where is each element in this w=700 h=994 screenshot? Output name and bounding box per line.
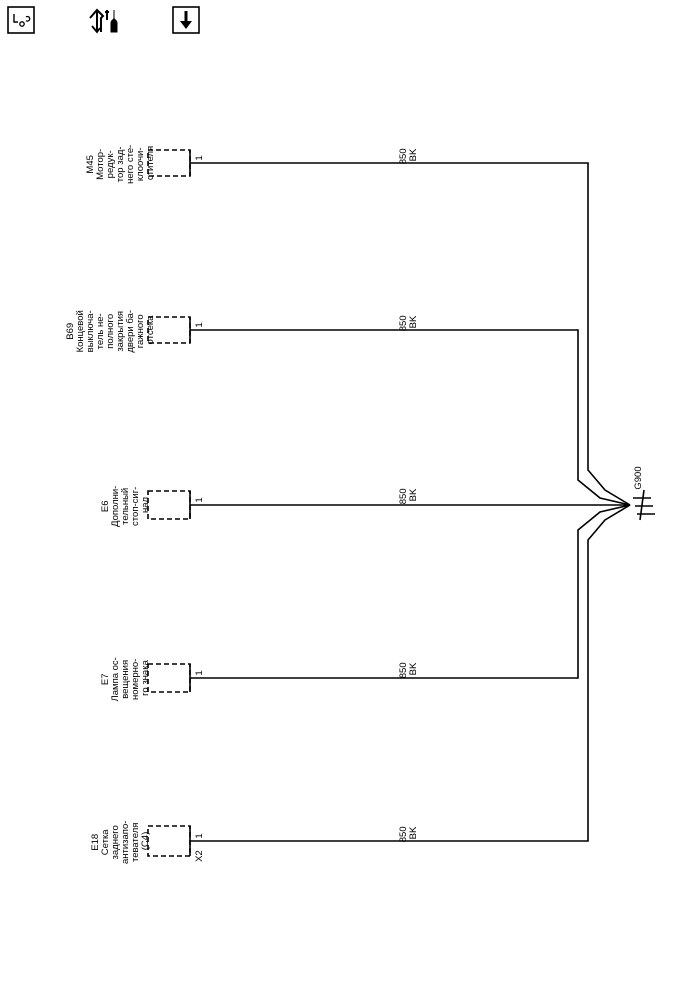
- connector-box: [147, 663, 191, 693]
- wire-label: 850 BK: [398, 660, 419, 679]
- pin-number: 1: [194, 155, 205, 160]
- pin-terminal: [189, 826, 200, 856]
- component-locator-button[interactable]: [7, 6, 35, 34]
- diagnostic-tools-button[interactable]: [88, 6, 122, 34]
- wire-harness: [200, 162, 631, 842]
- connector-id: X2: [194, 850, 205, 862]
- component-label: B69 Концевой выключа- тель не- полного з…: [65, 307, 156, 352]
- component-label: E18 Сетка заднего антизапо- тевателя (C4…: [90, 818, 151, 864]
- ground-label: G900: [633, 466, 644, 489]
- diagnostic-tools-icon: [89, 8, 118, 34]
- pin-number: 1: [194, 833, 205, 838]
- download-button[interactable]: [172, 6, 200, 34]
- component-locator-icon: [7, 6, 35, 34]
- download-icon: [172, 6, 200, 34]
- connector-box: [147, 490, 191, 520]
- pin-number: 1: [194, 322, 205, 327]
- wire-label: 850 BK: [398, 824, 419, 843]
- branch-b69: B69 Концевой выключа- тель не- полного з…: [65, 307, 419, 353]
- ground-g900-symbol: [633, 489, 655, 521]
- pin-number: 1: [194, 670, 205, 675]
- component-label: E7 Лампа ос- вещения номерно- го знака: [100, 655, 151, 702]
- wire-e7: [200, 504, 631, 679]
- component-label: E6 Дополни- тельный стоп-сиг- нал: [100, 483, 151, 527]
- branch-e6: E6 Дополни- тельный стоп-сиг- нал 1 850 …: [100, 483, 419, 527]
- wire-m45: [200, 162, 631, 506]
- connector-box: [147, 149, 191, 177]
- pin-terminal: [189, 491, 200, 519]
- branch-e18: E18 Сетка заднего антизапо- тевателя (C4…: [90, 818, 419, 864]
- connector-box: [147, 316, 191, 344]
- wire-label: 850 BK: [398, 146, 419, 165]
- wire-label: 850 BK: [398, 486, 419, 505]
- connector-box: [147, 825, 191, 857]
- wire-b69: [200, 329, 631, 506]
- wire-e18: [200, 504, 631, 842]
- pin-terminal: [189, 317, 200, 343]
- pin-terminal: [189, 150, 200, 176]
- branch-m45: M45 Мотор- редук- тор зад- него сте- кло…: [85, 142, 419, 184]
- pin-terminal: [189, 664, 200, 692]
- pin-number: 1: [194, 497, 205, 502]
- wire-label: 850 BK: [398, 313, 419, 332]
- component-label: M45 Мотор- редук- тор зад- него сте- кло…: [85, 142, 156, 184]
- branch-e7: E7 Лампа ос- вещения номерно- го знака 1…: [100, 655, 419, 702]
